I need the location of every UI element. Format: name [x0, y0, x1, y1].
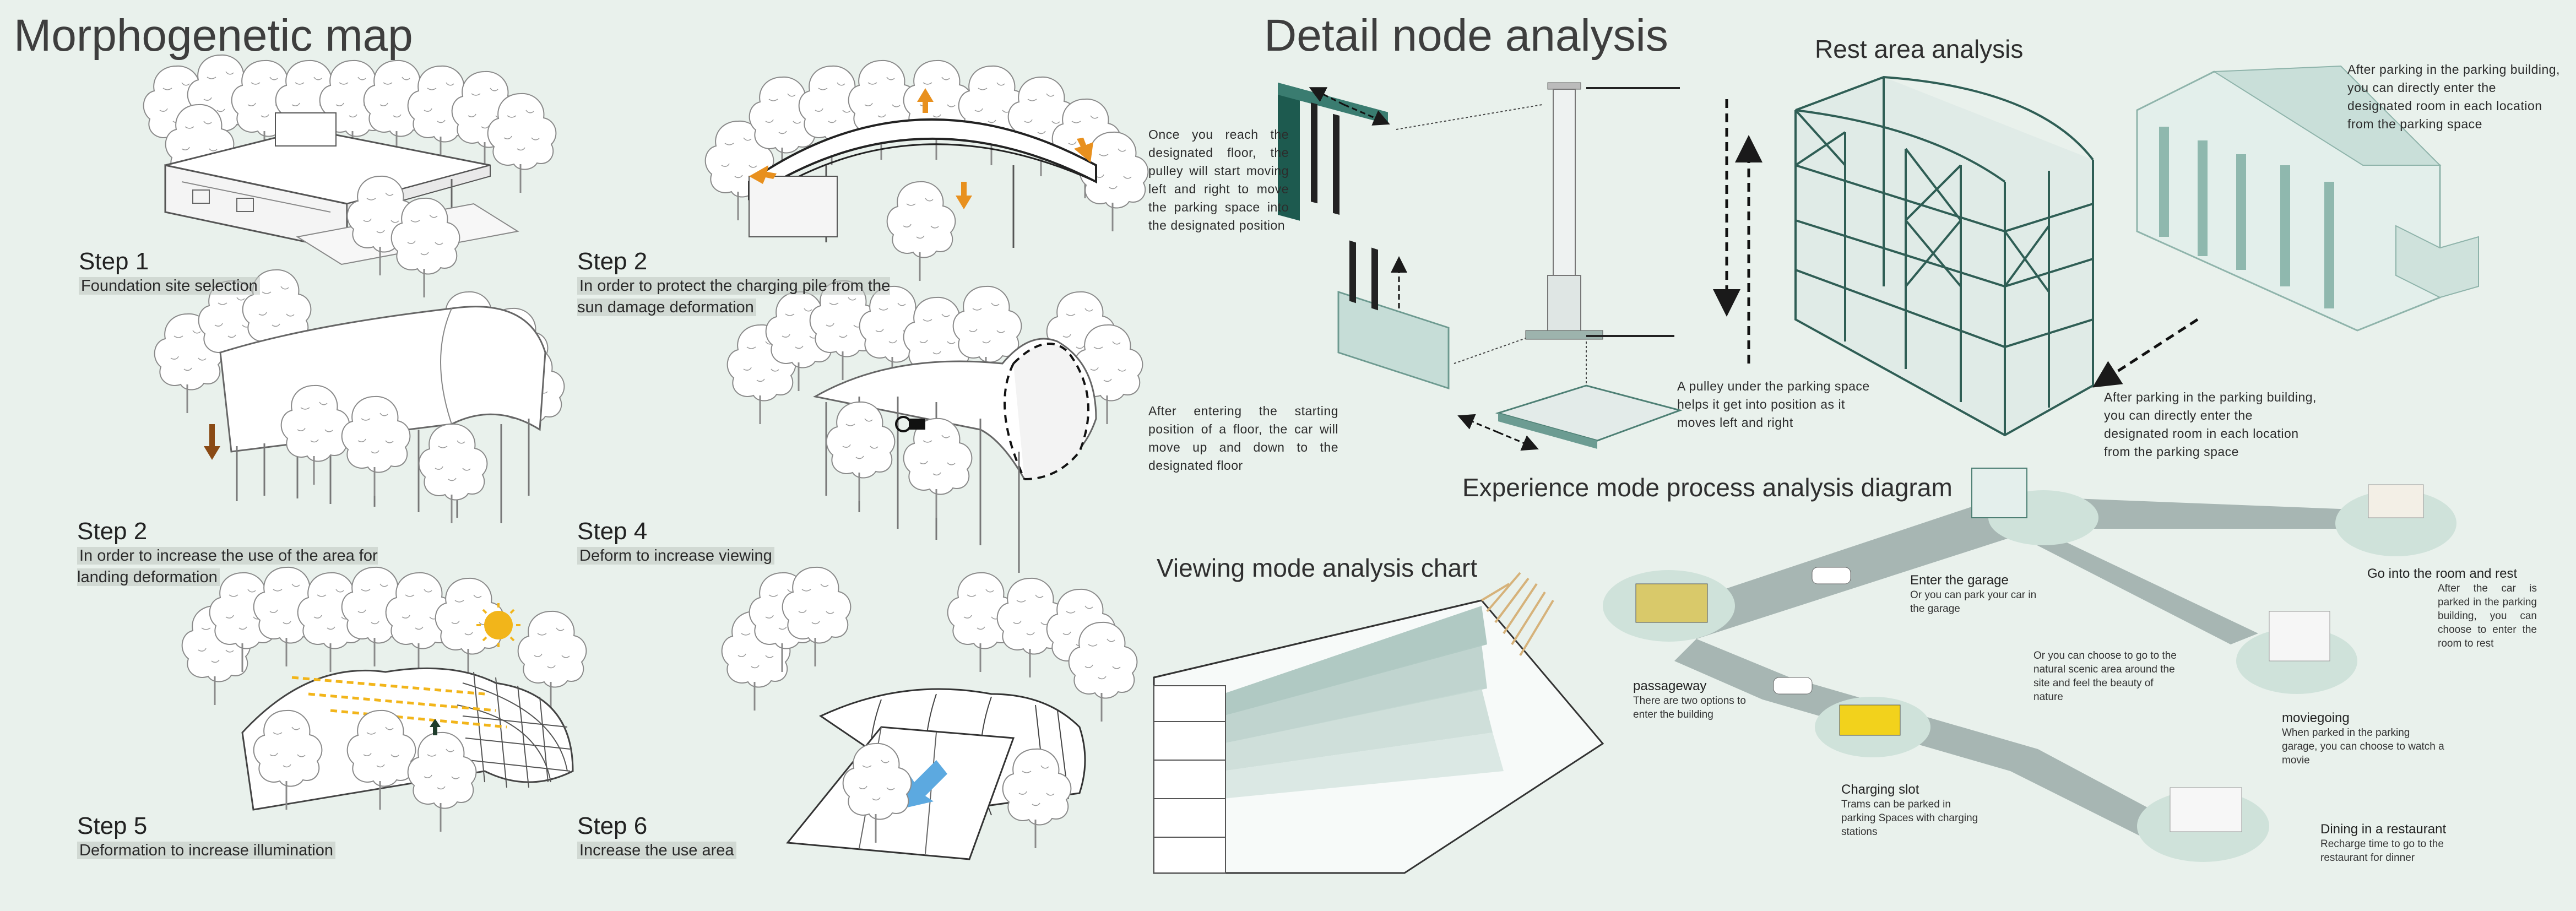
node-moviegoing: moviegoing When parked in the parking ga… — [2282, 711, 2447, 767]
node-rest-room-title: Go into the room and rest — [2367, 566, 2518, 581]
detail-note-under: A pulley under the parking space helps i… — [1677, 379, 1870, 430]
node-rest-room: Go into the room and rest After the car … — [2367, 566, 2537, 650]
step2-illustration — [704, 59, 1149, 282]
step5-label: Step 5 — [77, 812, 148, 839]
step5-illustration — [181, 566, 587, 833]
step2-block: Step 2 In order to protect the charging … — [577, 248, 897, 318]
rest-area-illustration — [1794, 65, 2479, 437]
node-scenic-area: Or you can choose to go to the natural s… — [2033, 649, 2179, 704]
node-charging-slot: Charging slot Trams can be parked in par… — [1841, 782, 1984, 839]
step6-label: Step 6 — [577, 812, 648, 839]
step1-caption: Foundation site selection — [79, 277, 260, 295]
detail-note-floor: After entering the starting position of … — [1148, 404, 1338, 473]
step5-caption: Deformation to increase illumination — [77, 842, 335, 859]
rest-note-top: After parking in the parking building, y… — [2347, 62, 2560, 131]
step3-label: Step 2 — [77, 518, 148, 545]
step5-block: Step 5 Deformation to increase illuminat… — [77, 812, 408, 861]
step3-block: Step 2 In order to increase the use of t… — [77, 518, 408, 588]
step3-caption: In order to increase the use of the area… — [77, 547, 378, 586]
step2-label: Step 2 — [577, 248, 648, 275]
viewing-chart-illustration — [1153, 572, 1604, 874]
node-dining: Dining in a restaurant Recharge time to … — [2320, 822, 2464, 865]
node-rest-room-desc: After the car is parked in the parking b… — [2438, 583, 2537, 649]
map-title: Morphogenetic map — [14, 10, 413, 61]
node-enter-garage-desc: Or you can park your car in the garage — [1910, 589, 2037, 615]
detail-title: Detail node analysis — [1264, 10, 1668, 61]
viewing-title: Viewing mode analysis chart — [1157, 554, 1478, 582]
experience-path-illustration — [1603, 468, 2456, 862]
node-enter-garage-title: Enter the garage — [1910, 573, 2009, 588]
step1-block: Step 1 Foundation site selection — [79, 248, 310, 297]
node-dining-desc: Recharge time to go to the restaurant fo… — [2320, 838, 2444, 864]
node-charging-slot-desc: Trams can be parked in parking Spaces wi… — [1841, 799, 1978, 838]
step6-caption: Increase the use area — [577, 842, 736, 859]
step6-illustration — [721, 566, 1138, 860]
step4-illustration — [726, 280, 1143, 573]
node-passageway: passageway There are two options to ente… — [1633, 679, 1760, 722]
step1-label: Step 1 — [79, 248, 149, 275]
step4-label: Step 4 — [577, 518, 648, 545]
rest-note-bottom: After parking in the parking building, y… — [2104, 390, 2317, 459]
node-passageway-desc: There are two options to enter the build… — [1633, 695, 1746, 720]
step3-illustration — [154, 269, 565, 524]
node-moviegoing-desc: When parked in the parking garage, you c… — [2282, 727, 2444, 766]
step6-block: Step 6 Increase the use area — [577, 812, 853, 861]
node-dining-title: Dining in a restaurant — [2320, 822, 2447, 837]
detail-node-illustration — [1278, 82, 1762, 451]
experience-title: Experience mode process analysis diagram — [1462, 473, 1953, 502]
rest-title: Rest area analysis — [1815, 35, 2024, 63]
node-passageway-title: passageway — [1633, 679, 1707, 693]
node-scenic-area-desc: Or you can choose to go to the natural s… — [2033, 650, 2177, 703]
node-charging-slot-title: Charging slot — [1841, 782, 1919, 797]
step1-illustration — [143, 54, 557, 299]
node-enter-garage: Enter the garage Or you can park your ca… — [1910, 573, 2053, 616]
detail-note-pulley: Once you reach the designated floor, the… — [1148, 127, 1289, 232]
step4-caption: Deform to increase viewing — [577, 547, 774, 565]
step2-caption: In order to protect the charging pile fr… — [577, 277, 891, 316]
node-moviegoing-title: moviegoing — [2282, 711, 2350, 725]
step4-block: Step 4 Deform to increase viewing — [577, 518, 853, 567]
